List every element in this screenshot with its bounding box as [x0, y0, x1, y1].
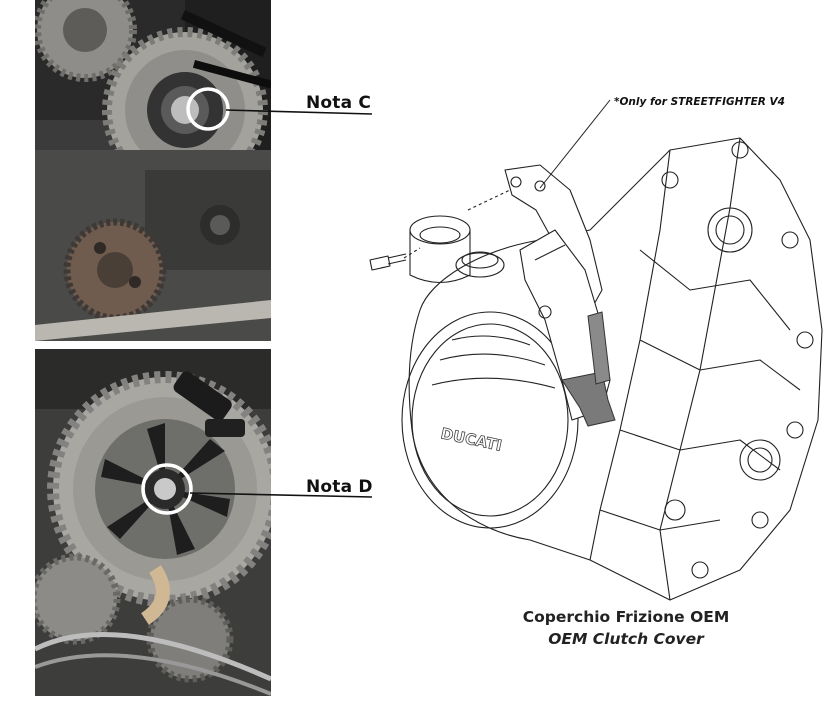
caption-italian: Coperchio Frizione OEM	[522, 608, 730, 626]
photo-note-d	[35, 349, 271, 696]
highlight-circle-d	[141, 463, 193, 515]
clutch-cover-line-drawing: DUCATI	[369, 99, 823, 601]
engine-gear-photo-c	[35, 0, 271, 341]
callout-label-c: Nota C	[306, 93, 372, 113]
callout-label-d: Nota D	[306, 477, 373, 497]
streetfighter-note: *Only for STREETFIGHTER V4	[614, 96, 785, 108]
clutch-cover-diagram: DUCATI	[340, 90, 836, 610]
caption-english: OEM Clutch Cover	[548, 630, 704, 648]
highlight-circle-c	[186, 87, 230, 131]
engine-clutch-photo-d	[35, 349, 271, 696]
photo-note-c	[35, 0, 271, 341]
ducati-brand-mark: DUCATI	[439, 424, 503, 454]
diagram-caption: Coperchio Frizione OEM OEM Clutch Cover	[510, 606, 742, 650]
